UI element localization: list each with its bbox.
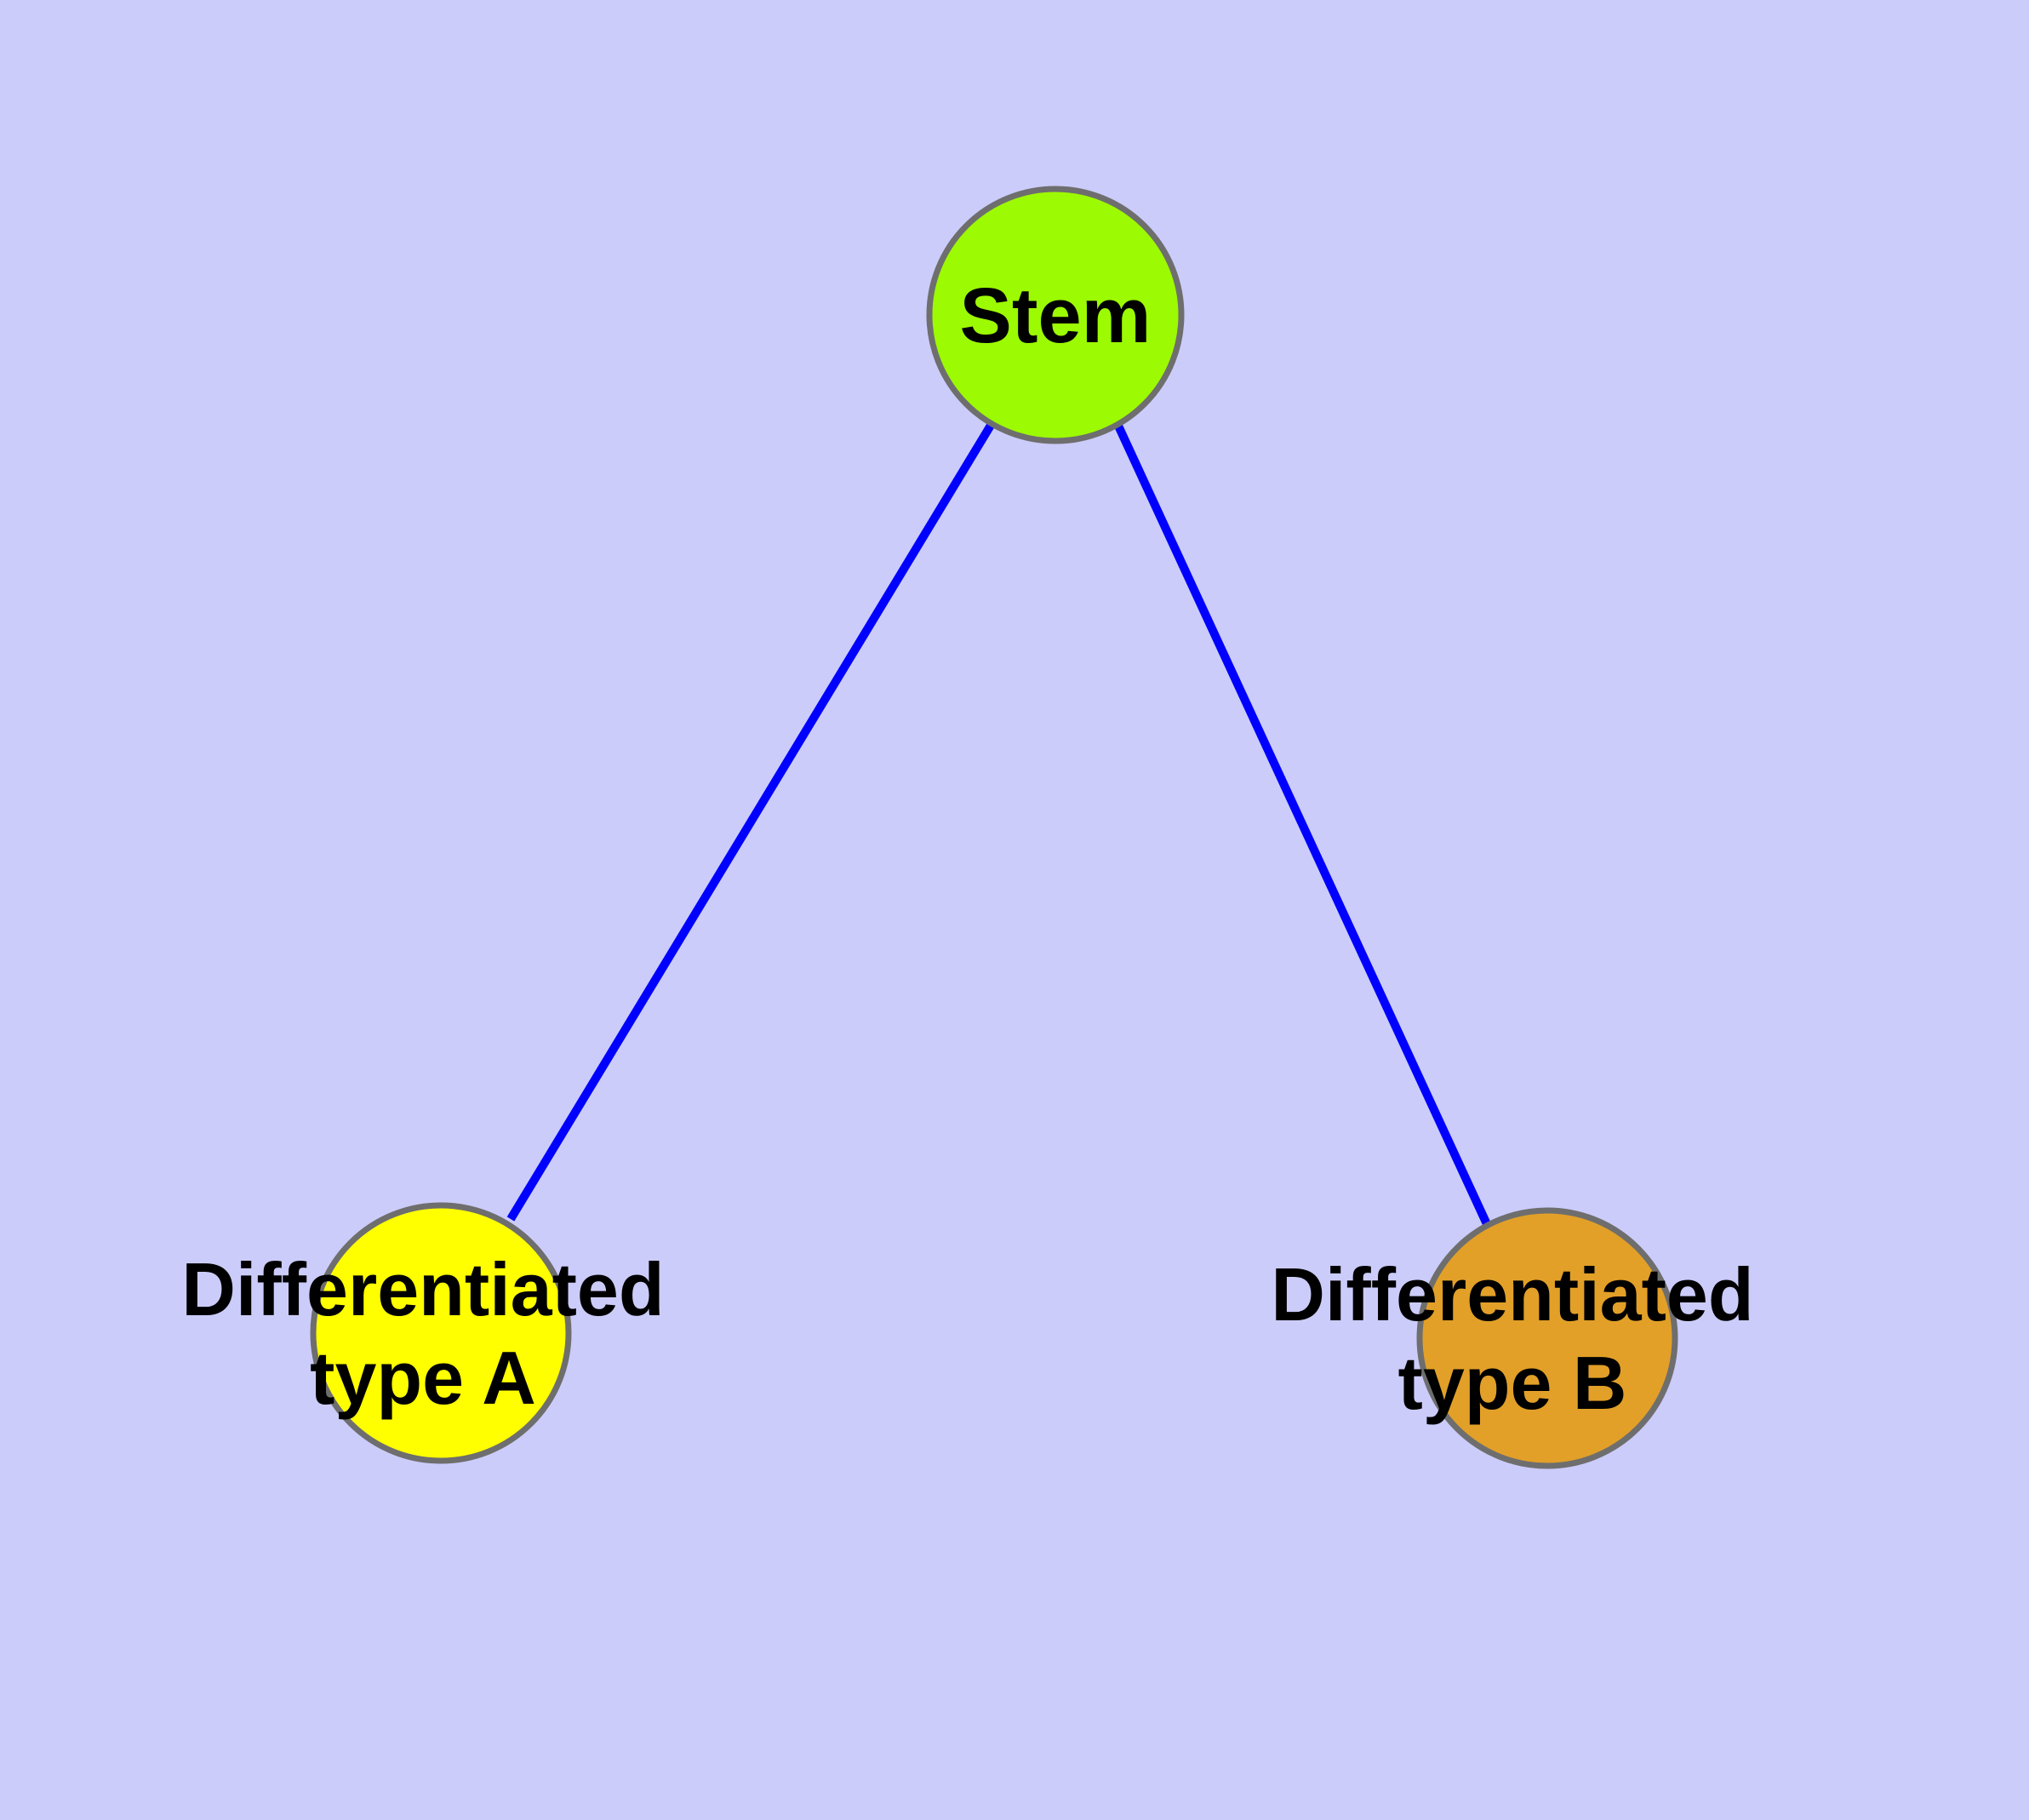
- nodes-layer: [310, 186, 1678, 1469]
- node-label-line: Differentiated: [181, 1247, 664, 1331]
- node-label-line: Differentiated: [1271, 1252, 1753, 1336]
- edge-stem-to-diff-a[interactable]: [506, 421, 996, 1222]
- node-label-stem: Stem: [960, 272, 1152, 359]
- node-stem[interactable]: [926, 186, 1185, 444]
- node-diff_a[interactable]: [310, 1202, 572, 1464]
- node-label-line: type A: [310, 1336, 536, 1420]
- edge-stem-to-diff-b[interactable]: [1113, 421, 1491, 1227]
- edges-layer: [506, 421, 1491, 1227]
- node-label-line: type B: [1398, 1341, 1627, 1425]
- node-label-line: Stem: [960, 272, 1152, 359]
- node-diff_b[interactable]: [1416, 1207, 1678, 1469]
